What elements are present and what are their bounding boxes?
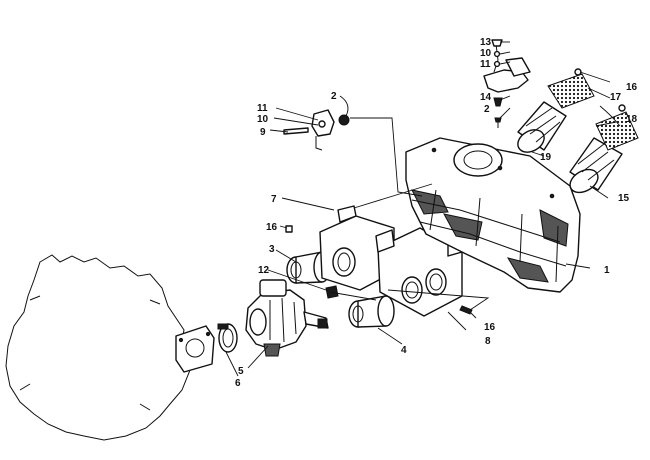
callout-15: 15 bbox=[618, 193, 630, 204]
engine-outline bbox=[5, 254, 191, 441]
callout-16-left: 16 bbox=[266, 222, 278, 233]
screen-18 bbox=[595, 111, 639, 151]
callout-9: 9 bbox=[260, 127, 266, 138]
bracket-assembly bbox=[283, 109, 350, 151]
callout-19: 19 bbox=[540, 152, 552, 163]
callout-2-top: 2 bbox=[484, 104, 490, 115]
screen-17 bbox=[547, 73, 595, 109]
callout-6: 6 bbox=[235, 378, 241, 389]
clamp-ring bbox=[217, 323, 238, 353]
adapter-plate-7 bbox=[319, 205, 395, 291]
callout-18: 18 bbox=[626, 114, 638, 125]
callout-14: 14 bbox=[480, 92, 492, 103]
callout-4: 4 bbox=[401, 345, 407, 356]
callout-7: 7 bbox=[271, 194, 277, 205]
leader-lines bbox=[225, 41, 621, 377]
screw-hardware-right bbox=[574, 68, 626, 112]
callout-10-top: 10 bbox=[480, 48, 492, 59]
callout-3: 3 bbox=[269, 244, 275, 255]
inlet-boot-4 bbox=[348, 295, 395, 328]
callout-10-left: 10 bbox=[257, 114, 269, 125]
callout-16-right: 16 bbox=[626, 82, 638, 93]
callout-16-bottom: 16 bbox=[484, 322, 496, 333]
carburetor bbox=[245, 279, 329, 357]
callout-12: 12 bbox=[258, 265, 270, 276]
callout-2-left: 2 bbox=[331, 91, 337, 102]
lever-assembly bbox=[483, 39, 531, 128]
callout-labels: 13 10 11 14 2 2 11 10 9 7 16 3 12 5 6 4 … bbox=[235, 37, 638, 389]
callout-13: 13 bbox=[480, 37, 492, 48]
intake-tube-19 bbox=[517, 101, 567, 153]
callout-1: 1 bbox=[604, 265, 610, 276]
callout-11-left: 11 bbox=[257, 103, 268, 114]
callout-17: 17 bbox=[610, 92, 622, 103]
mounting-flange bbox=[175, 325, 215, 373]
callout-5: 5 bbox=[238, 366, 244, 377]
callout-11-top: 11 bbox=[480, 59, 491, 70]
callout-8: 8 bbox=[485, 336, 491, 347]
